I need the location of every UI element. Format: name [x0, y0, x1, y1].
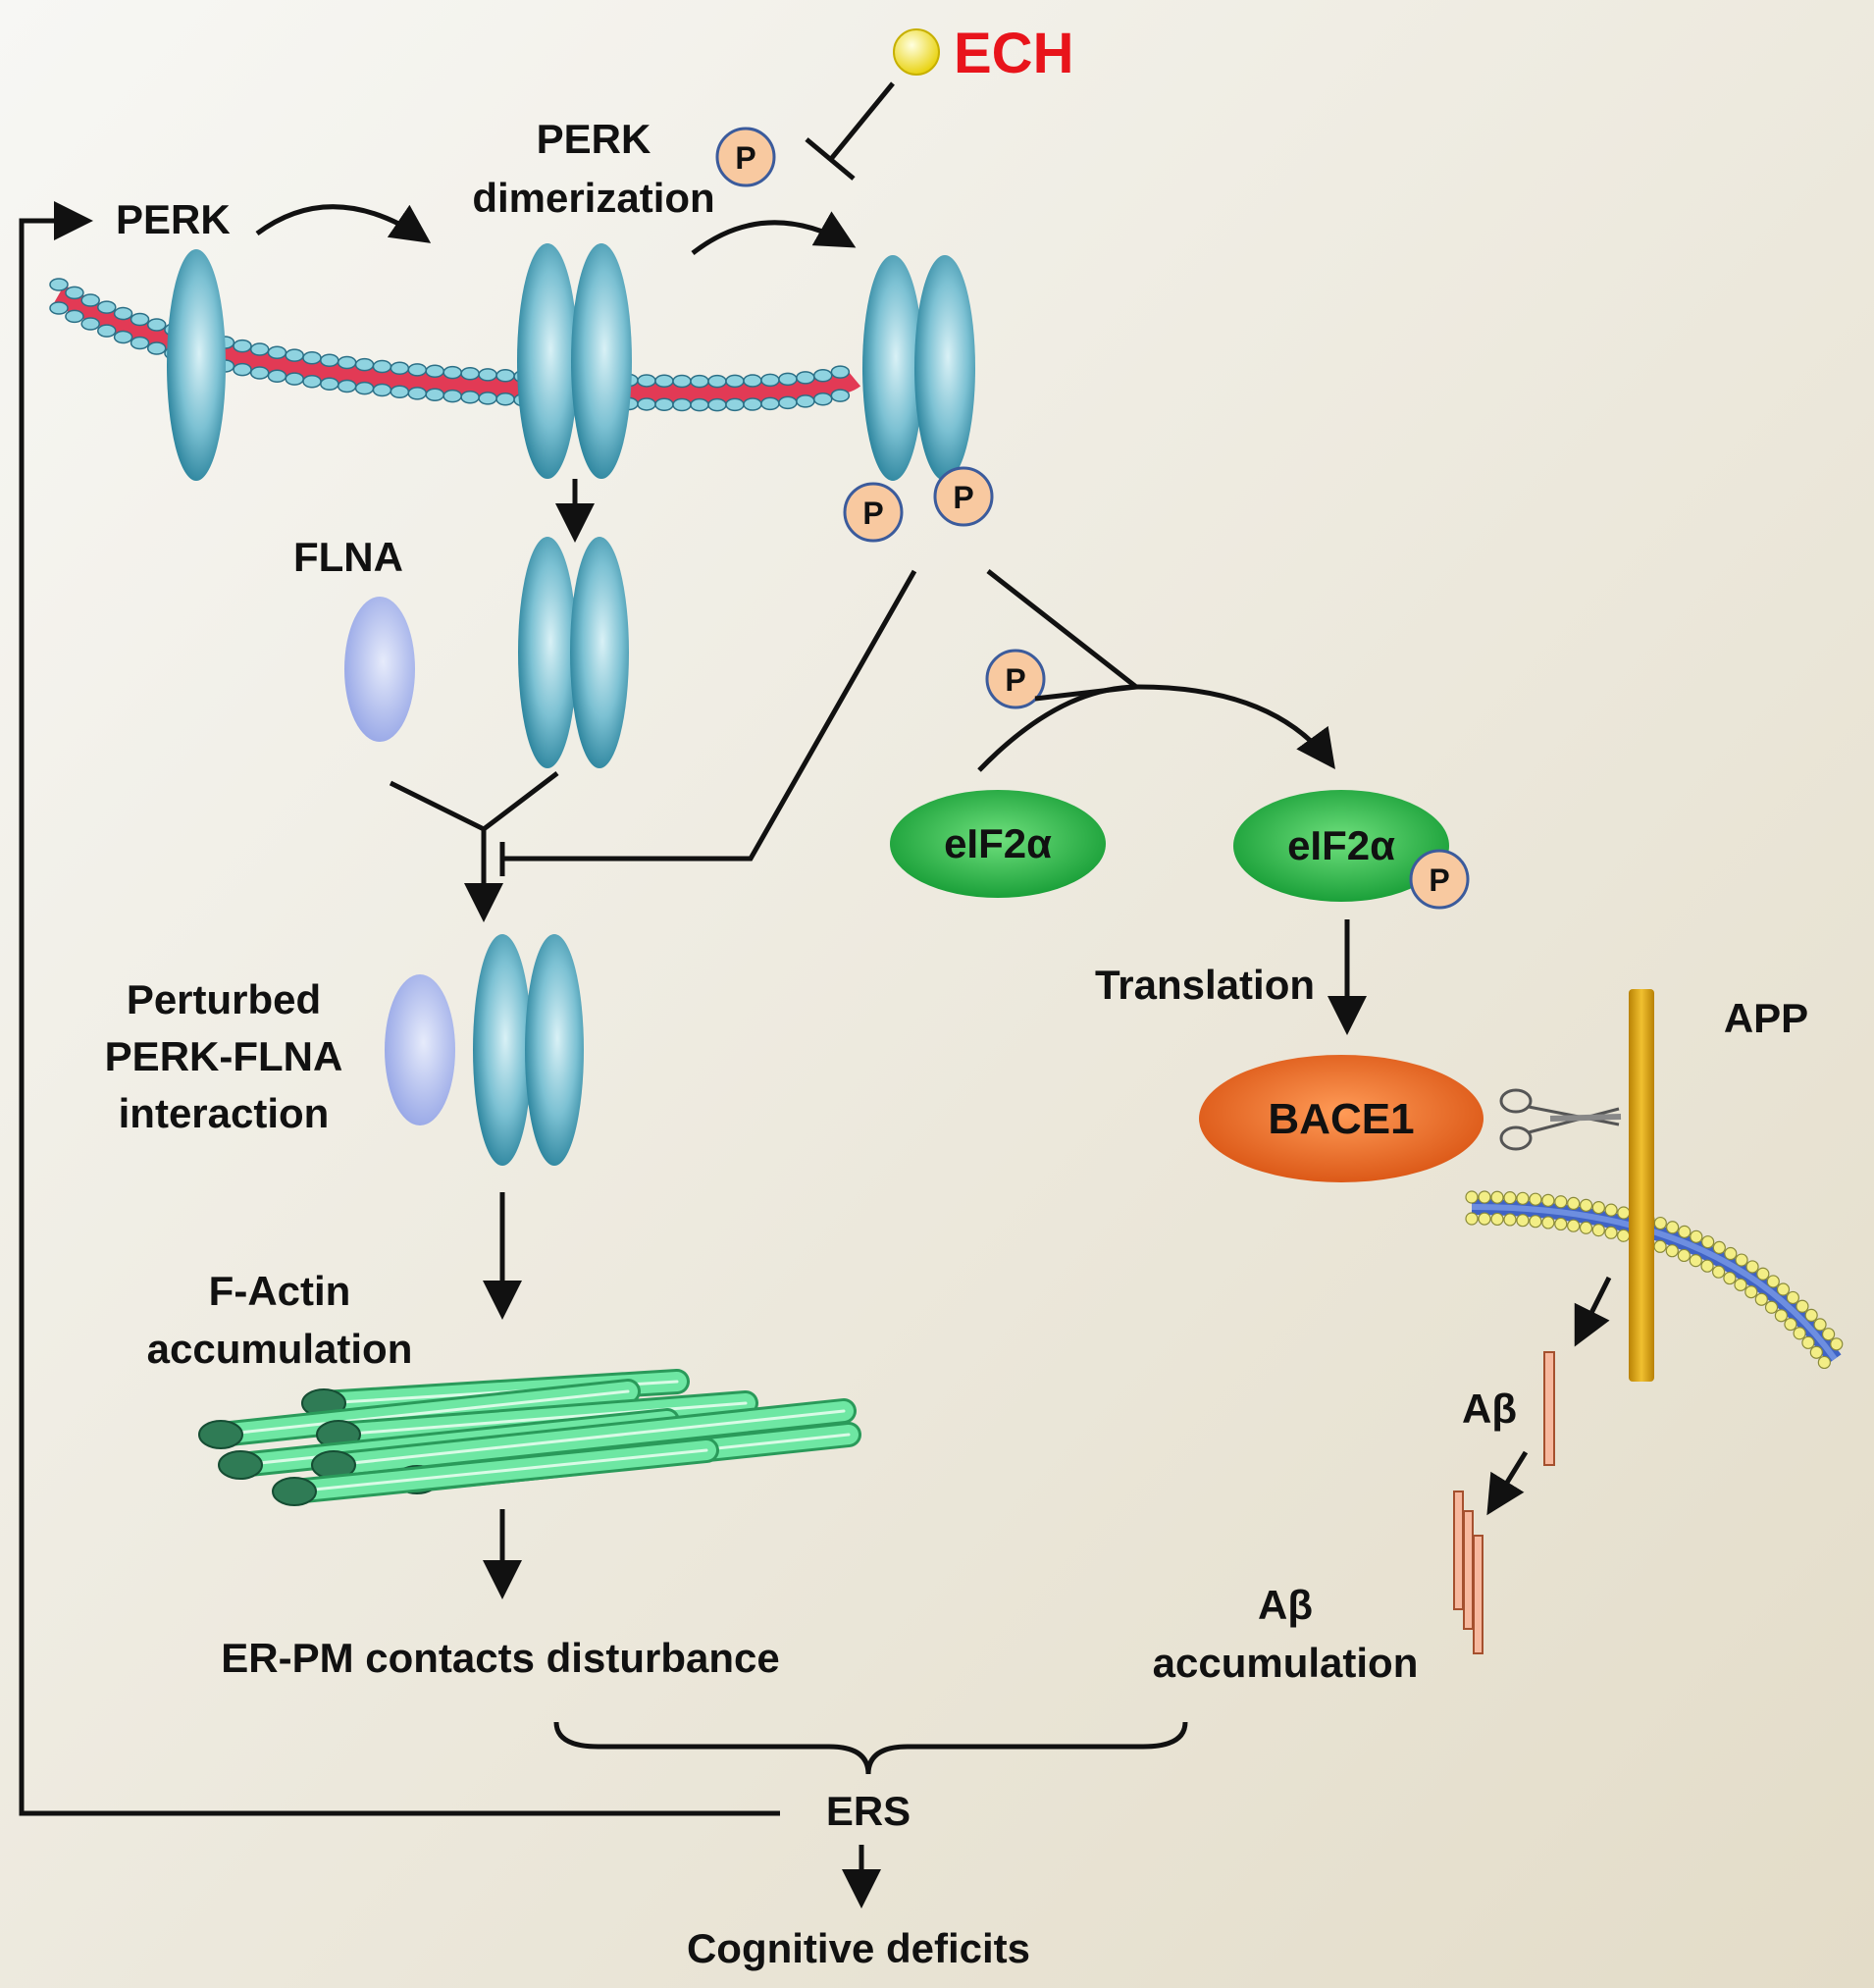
bace1-enzyme: BACE1 — [1199, 1055, 1484, 1182]
abeta-acc-label-1: Aβ — [1258, 1582, 1313, 1628]
abeta-fragment — [1543, 1351, 1555, 1466]
svg-text:P: P — [1005, 662, 1025, 698]
svg-text:BACE1: BACE1 — [1268, 1095, 1414, 1143]
ech-compound-icon — [893, 28, 940, 76]
abeta-acc-label-2: accumulation — [1153, 1640, 1419, 1686]
perk-dimer-membrane — [517, 243, 632, 479]
eif2a-phosphorylated: eIF2α P — [1233, 790, 1470, 910]
factin-label-1: F-Actin — [209, 1268, 351, 1314]
flna-label: FLNA — [293, 534, 403, 580]
cognitive-deficits-label: Cognitive deficits — [687, 1925, 1030, 1971]
er-membrane — [49, 278, 861, 412]
translation-label: Translation — [1095, 962, 1315, 1008]
scissors-icon — [1499, 1088, 1622, 1151]
flna-protein — [344, 597, 415, 742]
perk-label: PERK — [116, 196, 231, 242]
svg-text:eIF2α: eIF2α — [1287, 822, 1395, 868]
flna-protein-perturbed — [385, 974, 455, 1125]
svg-text:eIF2α: eIF2α — [944, 820, 1052, 866]
ers-label: ERS — [826, 1788, 911, 1834]
erpm-label: ER-PM contacts disturbance — [221, 1635, 779, 1681]
factin-label-2: accumulation — [147, 1326, 413, 1372]
eif2a-unphosphorylated: eIF2α — [890, 790, 1106, 898]
perk-dimer-label-1: PERK — [537, 116, 651, 162]
perturbed-label-2: PERK-FLNA — [105, 1033, 343, 1079]
svg-text:P: P — [735, 140, 755, 176]
ech-inhibition — [805, 81, 895, 181]
abeta-aggregate — [1453, 1491, 1484, 1654]
perk-dimer-label-2: dimerization — [472, 175, 714, 221]
perk-dimer-phosphorylated — [862, 255, 975, 481]
app-label: APP — [1724, 995, 1808, 1041]
phospho-ech: P — [715, 127, 776, 187]
perk-monomer — [167, 249, 226, 481]
perturbed-label-3: interaction — [119, 1090, 330, 1136]
perk-dimer-perturbed — [473, 934, 584, 1166]
abeta-label: Aβ — [1462, 1386, 1517, 1432]
ech-label: ECH — [954, 22, 1073, 85]
phospho-perk-2: P — [933, 466, 994, 527]
plasma-membrane — [1465, 1190, 1844, 1370]
perturbed-label-1: Perturbed — [127, 976, 321, 1022]
f-actin-filaments — [198, 1369, 861, 1506]
phospho-eif2a-input: P — [985, 649, 1046, 709]
app-protein — [1629, 989, 1654, 1382]
svg-text:P: P — [862, 496, 883, 531]
perk-dimer-released — [518, 537, 629, 768]
svg-text:P: P — [953, 480, 973, 515]
svg-text:P: P — [1429, 863, 1449, 898]
phospho-perk-1: P — [843, 482, 904, 543]
connectors — [19, 201, 1612, 1909]
